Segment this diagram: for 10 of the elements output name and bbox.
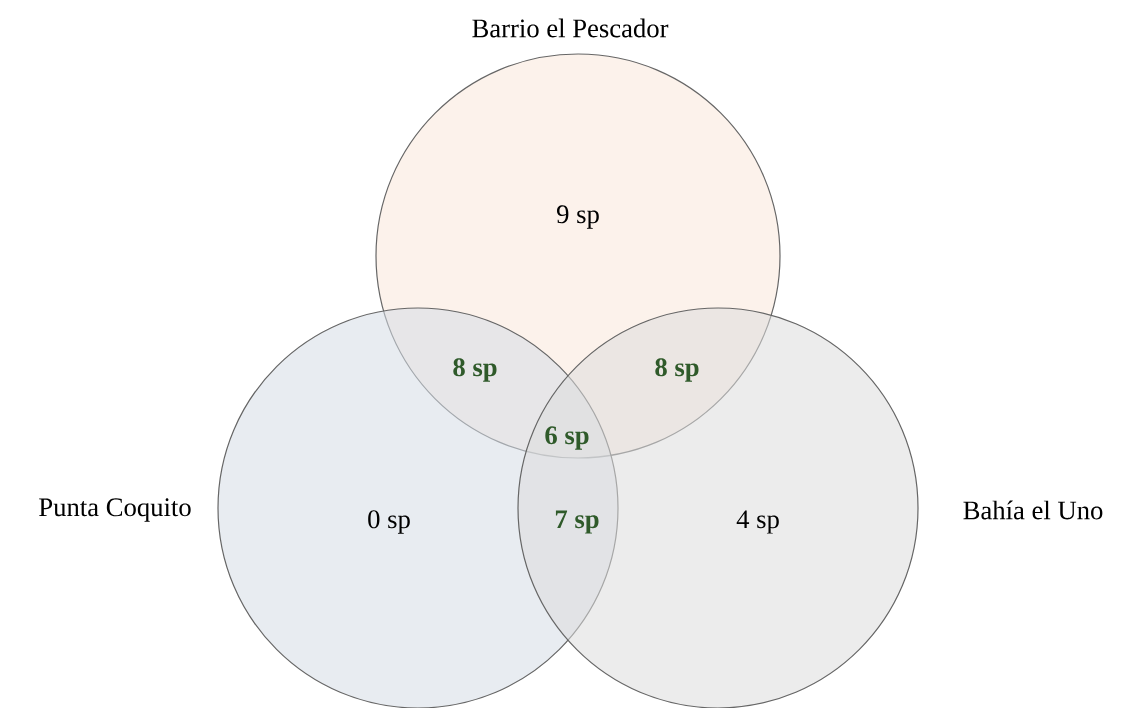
count-label: 4 sp (736, 510, 779, 534)
count-label: 8 sp (655, 358, 699, 382)
set-label: Punta Coquito (39, 498, 191, 522)
count-label: 9 sp (557, 205, 599, 229)
count-label: 8 sp (453, 358, 497, 382)
count-label: 6 sp (545, 426, 589, 450)
set-label: Barrio el Pescador (472, 18, 669, 38)
count-label: 0 sp (368, 510, 410, 534)
count-label: 7 sp (555, 510, 599, 534)
set-label: Bahía el Uno (963, 500, 1103, 520)
